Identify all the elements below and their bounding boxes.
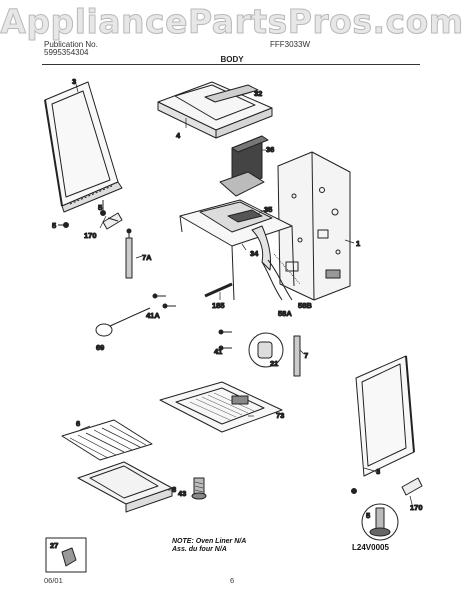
label-58b: 58B [298, 301, 312, 310]
label-1: 1 [356, 239, 360, 248]
broiler-pan-8 [77, 461, 173, 513]
title-rule [42, 64, 420, 65]
vent-duct-36 [219, 135, 269, 197]
footer-page: 6 [230, 576, 235, 585]
vent-trim-32 [204, 84, 259, 103]
label-36: 36 [266, 145, 274, 154]
detail-screw-5 [361, 503, 399, 541]
note-line-1: NOTE: Oven Liner N/A [172, 538, 247, 545]
label-34: 34 [250, 249, 259, 258]
oven-bottom-73 [159, 381, 283, 433]
label-8: 8 [172, 485, 176, 494]
hinge-7a [125, 228, 133, 279]
label-69: 69 [96, 343, 104, 352]
label-6: 6 [76, 419, 80, 428]
note-line-2: Ass. du four N/A [172, 546, 227, 553]
leveling-leg-43 [191, 477, 207, 500]
back-panel [277, 151, 351, 301]
label-7: 7 [304, 351, 308, 360]
gas-tubes-58 [261, 259, 293, 301]
detail-21 [248, 332, 284, 368]
section-title: BODY [220, 55, 244, 64]
model-number: FFF3033W [270, 40, 311, 49]
label-35: 35 [264, 205, 272, 214]
publication-label: Publication No. [44, 40, 98, 49]
main-body-frame [179, 199, 295, 301]
hinge-bracket-170-right [401, 477, 423, 496]
label-41a: 41A [146, 311, 160, 320]
drawing-code: L24V0005 [352, 543, 389, 552]
label-3b: 3 [376, 467, 380, 476]
label-185: 185 [212, 301, 225, 310]
side-panel-right [355, 355, 415, 477]
inset-27 [45, 537, 87, 573]
screws-41a [152, 293, 176, 309]
watermark: AppliancePartsPros.com [0, 2, 464, 42]
label-21: 21 [270, 359, 278, 368]
top-frame [157, 81, 273, 139]
oven-rack-6 [61, 419, 153, 461]
label-73: 73 [276, 411, 284, 420]
label-4: 4 [176, 131, 181, 140]
label-5c: 5 [366, 511, 370, 520]
label-5a: 5 [98, 203, 102, 212]
screws-41 [218, 329, 232, 351]
label-27: 27 [50, 541, 58, 550]
label-41: 41 [214, 347, 222, 356]
footer-date: 06/01 [44, 576, 63, 585]
label-43: 43 [178, 489, 186, 498]
oven-liner-note: NOTE: Oven Liner N/A Ass. du four N/A [172, 538, 246, 554]
side-panel-left [44, 81, 123, 213]
label-7a: 7A [142, 253, 152, 262]
screw-5-right [351, 488, 357, 494]
element-185 [204, 282, 233, 298]
part-labels: 3 32 4 36 5 5 170 35 1 7A 34 185 41A 58A… [50, 77, 424, 551]
label-32: 32 [254, 89, 262, 98]
label-58a: 58A [278, 309, 292, 318]
hinge-7 [293, 335, 301, 377]
publication-number: 5995354304 [44, 48, 89, 57]
label-170a: 170 [84, 231, 97, 240]
cap-69 [95, 307, 151, 337]
screw-5-top [100, 200, 106, 216]
label-3a: 3 [72, 77, 76, 86]
screw-5-left [58, 222, 69, 228]
hinge-bracket-170-left [102, 212, 123, 230]
label-170b: 170 [410, 503, 423, 512]
label-5b: 5 [52, 221, 56, 230]
leader-lines [75, 83, 413, 505]
